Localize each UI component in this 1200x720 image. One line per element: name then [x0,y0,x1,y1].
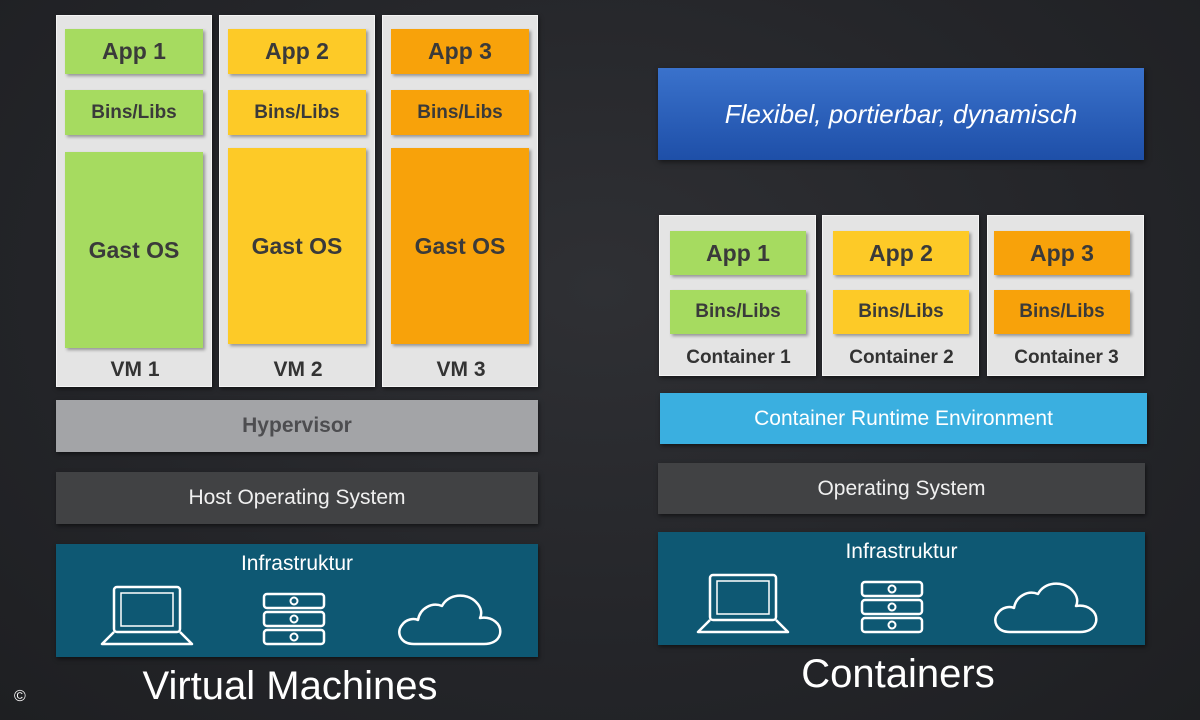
container2-app: App 2 [833,231,969,275]
container3-bins-libs: Bins/Libs [994,290,1130,334]
container-card-2: App 2 Bins/Libs Container 2 [822,215,979,376]
container1-app: App 1 [670,231,806,275]
hypervisor-layer: Hypervisor [56,400,538,452]
vm-infrastructure-layer: Infrastruktur [56,544,538,657]
container3-label: Container 3 [1014,347,1119,368]
container-card-1: App 1 Bins/Libs Container 1 [659,215,816,376]
host-os-layer: Host Operating System [56,472,538,524]
vm-card-2: App 2 Bins/Libs Gast OS VM 2 [219,15,375,387]
containers-title: Containers [801,652,995,696]
vm1-bins-libs: Bins/Libs [65,90,203,135]
os-layer: Operating System [658,463,1145,514]
container2-label: Container 2 [849,347,954,368]
vm-infrastructure-title: Infrastruktur [240,552,354,575]
cloud-icon [398,594,502,646]
laptop-icon [696,573,790,634]
vm3-guest-os: Gast OS [391,148,529,344]
vm1-app: App 1 [65,29,203,74]
container1-bins-libs: Bins/Libs [670,290,806,334]
container1-label: Container 1 [686,347,791,368]
vm-title: Virtual Machines [142,664,438,708]
vm3-bins-libs: Bins/Libs [391,90,529,135]
container2-bins-libs: Bins/Libs [833,290,969,334]
vm2-app: App 2 [228,29,366,74]
copyright-mark: © [14,688,26,705]
vm-card-3: App 3 Bins/Libs Gast OS VM 3 [382,15,538,387]
benefits-banner: Flexibel, portierbar, dynamisch [658,68,1144,160]
vm1-guest-os: Gast OS [65,152,203,348]
vm3-app: App 3 [391,29,529,74]
vm2-label: VM 2 [273,358,323,381]
container3-app: App 3 [994,231,1130,275]
container-runtime-layer: Container Runtime Environment [660,393,1147,444]
vm2-bins-libs: Bins/Libs [228,90,366,135]
server-icon [860,580,924,634]
container-card-3: App 3 Bins/Libs Container 3 [987,215,1144,376]
vm2-guest-os: Gast OS [228,148,366,344]
container-infrastructure-title: Infrastruktur [845,540,958,563]
vm-card-1: App 1 Bins/Libs Gast OS VM 1 [56,15,212,387]
laptop-icon [100,585,194,646]
cloud-icon [994,582,1098,634]
container-infrastructure-layer: Infrastruktur [658,532,1145,645]
server-icon [262,592,326,646]
vm1-label: VM 1 [110,358,160,381]
vm3-label: VM 3 [436,358,486,381]
